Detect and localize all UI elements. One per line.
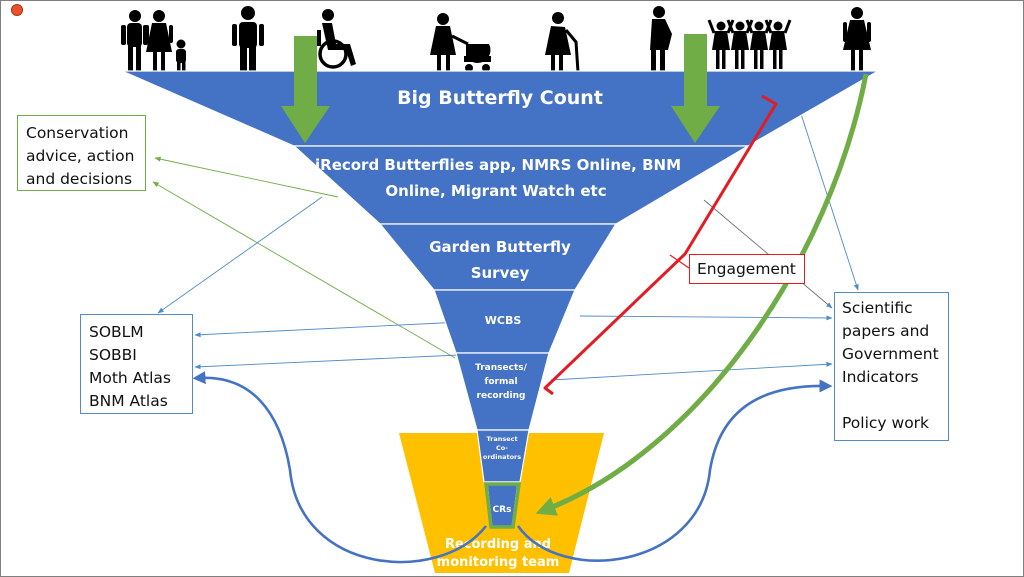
scientific-papers-box: Scientific papers and Government Indicat… — [834, 292, 949, 441]
man-icon — [232, 6, 264, 72]
atlas-item: Moth Atlas — [89, 369, 171, 387]
scientific-line4: Indicators — [842, 368, 919, 386]
pregnant-woman-icon — [650, 6, 672, 72]
arrow-app-to-atlas — [157, 196, 323, 314]
tier-apps-label-line2: Online, Migrant Watch etc — [385, 182, 606, 200]
conservation-line1: Conservation — [26, 124, 129, 142]
conservation-line3: and decisions — [26, 170, 133, 188]
tier-transects-label-line3: recording — [477, 391, 526, 401]
woman-with-pram-icon — [430, 13, 491, 72]
tier-apps-label-line1: iRecord Butterflies app, NMRS Online, BN… — [315, 156, 681, 174]
scientific-spacer — [842, 389, 948, 412]
engagement-label-box: Engagement — [689, 254, 805, 284]
tier-coordinators-label-line2: Co- — [496, 444, 508, 452]
tier-crs-label: CRs — [493, 505, 512, 515]
policy-work-line: Policy work — [842, 414, 930, 432]
engagement-label: Engagement — [697, 260, 796, 278]
conservation-line2: advice, action — [26, 147, 135, 165]
children-group-icon — [707, 19, 792, 69]
woman-icon — [843, 7, 871, 72]
connector-arrows — [152, 79, 859, 381]
tier-transects-label-line1: Transects/ — [475, 363, 528, 373]
bucket-label-line2: monitoring team — [437, 555, 560, 570]
green-down-arrow-right — [671, 34, 720, 143]
crs-highlight-outline — [484, 482, 522, 529]
people-silhouettes — [121, 6, 871, 73]
arrow-transects-to-conservation — [152, 181, 456, 359]
green-down-arrow-left — [281, 36, 330, 143]
scientific-line1: Scientific — [842, 299, 913, 317]
atlas-publications-box: SOBLM SOBBI Moth Atlas BNM Atlas — [80, 314, 193, 414]
tier-wcbs-label: WCBS — [485, 314, 522, 327]
tier-garden-label-line2: Survey — [471, 264, 530, 282]
arrow-app-to-conservation — [154, 156, 339, 198]
arrow-transects-to-atlas — [194, 354, 460, 370]
atlas-item: SOBLM — [89, 323, 144, 341]
tier-transects-label-line2: formal — [484, 377, 517, 387]
wheelchair-user-icon — [317, 9, 356, 69]
scientific-line3: Government — [842, 345, 939, 363]
scientific-line2: papers and — [842, 322, 930, 340]
atlas-item: BNM Atlas — [89, 392, 168, 410]
funnel-tier-transect-coordinators — [476, 429, 530, 483]
tier-garden-label-line1: Garden Butterfly — [429, 238, 571, 256]
blue-curved-arrow-to-scientific — [516, 379, 833, 562]
record-indicator-icon — [11, 4, 23, 16]
bucket-label-line1: Recording and — [445, 537, 551, 552]
tier-coordinators-label-line3: ordinators — [483, 453, 521, 461]
green-curved-arrow-to-crs — [535, 73, 869, 516]
engagement-callout-line — [669, 254, 690, 269]
elderly-woman-with-cane-icon — [545, 12, 580, 73]
conservation-advice-box: Conservation advice, action and decision… — [17, 115, 146, 191]
engagement-bracket — [543, 94, 778, 396]
family-icon — [121, 10, 186, 71]
arrow-wcbs-to-atlas — [194, 321, 463, 338]
atlas-item: SOBBI — [89, 346, 137, 364]
blue-curved-arrow-to-atlas — [192, 371, 488, 564]
tier-coordinators-label-line1: Transect — [486, 435, 517, 443]
tier-big-butterfly-count-label: Big Butterfly Count — [397, 87, 603, 109]
arrow-transects-to-scientific — [550, 361, 833, 381]
